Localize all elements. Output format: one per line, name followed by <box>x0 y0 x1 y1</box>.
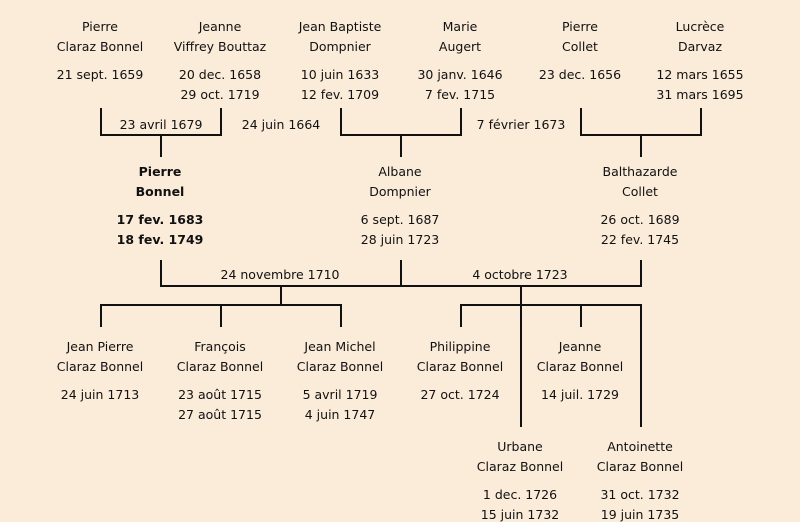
person-last-name: Dompnier <box>309 38 371 54</box>
person-birth-date: 10 juin 1633 <box>300 66 380 82</box>
person-birth-date: 14 juil. 1729 <box>541 386 619 402</box>
person-death-date: 18 fev. 1749 <box>116 231 204 247</box>
person-birth-date: 17 fev. 1683 <box>116 211 204 227</box>
person-birth-date: 30 janv. 1646 <box>417 66 503 82</box>
marriage-connector <box>160 260 642 287</box>
person-birth-date: 1 dec. 1726 <box>482 486 558 502</box>
person-death-date: 28 juin 1723 <box>360 231 440 247</box>
person-death-date: 31 mars 1695 <box>656 86 744 102</box>
person-death-date: 29 oct. 1719 <box>180 86 260 102</box>
person-death-date: 15 juin 1732 <box>480 506 560 522</box>
person-death-date: 12 fev. 1709 <box>300 86 380 102</box>
person-first-name: Pierre <box>82 18 118 34</box>
person-last-name: Claraz Bonnel <box>56 358 144 374</box>
marriage-date: 24 juin 1664 <box>241 116 321 132</box>
person-first-name: Balthazarde <box>602 163 678 179</box>
person-death-date: 4 juin 1747 <box>304 406 376 422</box>
person-first-name: Jean Baptiste <box>298 18 382 34</box>
person-first-name: Jean Pierre <box>66 338 134 354</box>
person-first-name: François <box>194 338 246 354</box>
person-first-name: Urbane <box>497 438 543 454</box>
person-first-name: Philippine <box>429 338 491 354</box>
person-birth-date: 6 sept. 1687 <box>360 211 440 227</box>
marriage-date: 4 octobre 1723 <box>472 266 568 282</box>
person-birth-date: 5 avril 1719 <box>302 386 378 402</box>
person-birth-date: 31 oct. 1732 <box>600 486 680 502</box>
couple-connector-3 <box>580 108 702 157</box>
marriage-date: 24 novembre 1710 <box>220 266 340 282</box>
person-last-name: Claraz Bonnel <box>296 358 384 374</box>
person-last-name: Claraz Bonnel <box>536 358 624 374</box>
person-last-name: Bonnel <box>135 183 185 199</box>
marriage-date: 7 février 1673 <box>476 116 566 132</box>
person-birth-date: 12 mars 1655 <box>656 66 744 82</box>
person-last-name: Collet <box>562 38 598 54</box>
person-last-name: Darvaz <box>677 38 723 54</box>
children-connector-1 <box>100 286 342 327</box>
person-death-date: 19 juin 1735 <box>600 506 680 522</box>
person-first-name: Albane <box>378 163 422 179</box>
person-birth-date: 23 dec. 1656 <box>538 66 622 82</box>
couple-connector-1 <box>100 108 222 157</box>
person-birth-date: 21 sept. 1659 <box>56 66 144 82</box>
person-first-name: Jeanne <box>198 18 242 34</box>
person-death-date: 7 fev. 1715 <box>424 86 496 102</box>
children-connector-2 <box>460 286 642 427</box>
person-last-name: Augert <box>438 38 482 54</box>
person-first-name: Lucrèce <box>675 18 725 34</box>
person-birth-date: 26 oct. 1689 <box>600 211 680 227</box>
person-last-name: Claraz Bonnel <box>176 358 264 374</box>
marriage-date: 23 avril 1679 <box>119 116 203 132</box>
person-death-date: 27 août 1715 <box>178 406 262 422</box>
person-first-name: Jeanne <box>558 338 602 354</box>
person-death-date: 22 fev. 1745 <box>600 231 680 247</box>
person-birth-date: 20 dec. 1658 <box>178 66 262 82</box>
person-last-name: Claraz Bonnel <box>56 38 144 54</box>
person-last-name: Viffrey Bouttaz <box>173 38 267 54</box>
person-birth-date: 24 juin 1713 <box>60 386 140 402</box>
person-first-name: Pierre <box>562 18 598 34</box>
person-birth-date: 23 août 1715 <box>178 386 262 402</box>
person-last-name: Collet <box>622 183 658 199</box>
person-birth-date: 27 oct. 1724 <box>420 386 500 402</box>
person-first-name: Jean Michel <box>304 338 376 354</box>
couple-connector-2 <box>340 108 462 157</box>
person-first-name: Marie <box>442 18 478 34</box>
person-first-name: Antoinette <box>607 438 673 454</box>
person-first-name: Pierre <box>138 163 182 179</box>
person-last-name: Claraz Bonnel <box>476 458 564 474</box>
person-last-name: Dompnier <box>369 183 431 199</box>
person-last-name: Claraz Bonnel <box>416 358 504 374</box>
person-last-name: Claraz Bonnel <box>596 458 684 474</box>
